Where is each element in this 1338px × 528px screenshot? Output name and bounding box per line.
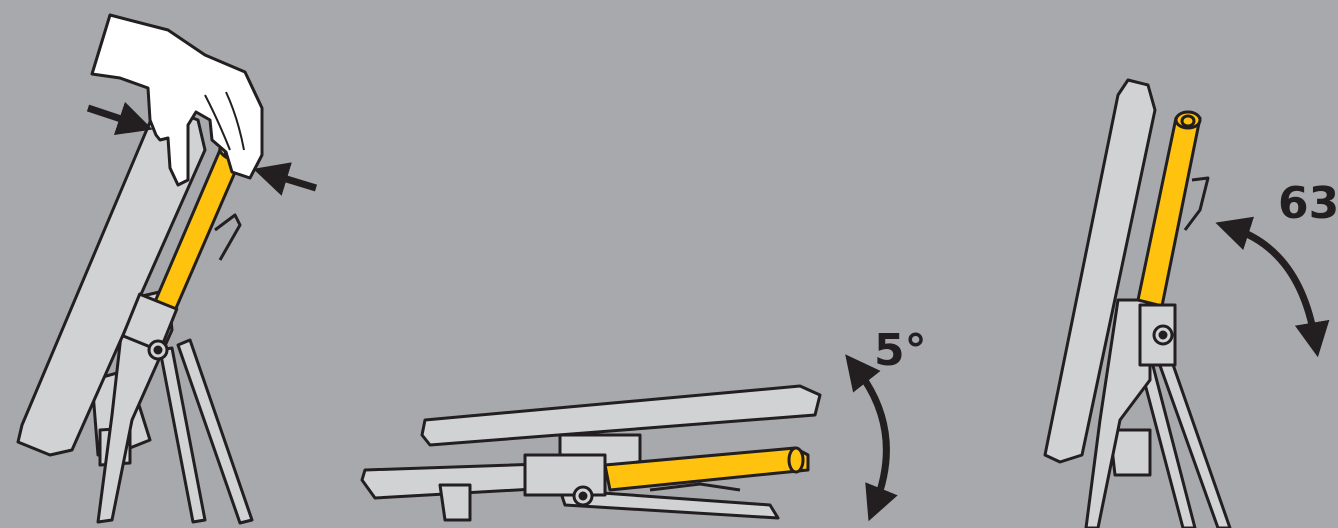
angle-label-upright: 63° [1278,178,1338,229]
double-arrow-icon [856,368,886,505]
arrow-icon [88,108,136,124]
diagram-upright-position: 63° [1045,80,1338,528]
stand-legs [1140,356,1230,528]
stand-legs [160,340,252,523]
angle-label-flat: 5° [874,325,927,376]
tablet-screen [1045,80,1155,462]
diagram-flat-position: 5° [362,325,927,520]
hand-icon [92,15,262,185]
double-arrow-icon [1232,228,1315,340]
arrow-icon [270,174,316,188]
diagram-squeeze-adjust [18,15,316,523]
